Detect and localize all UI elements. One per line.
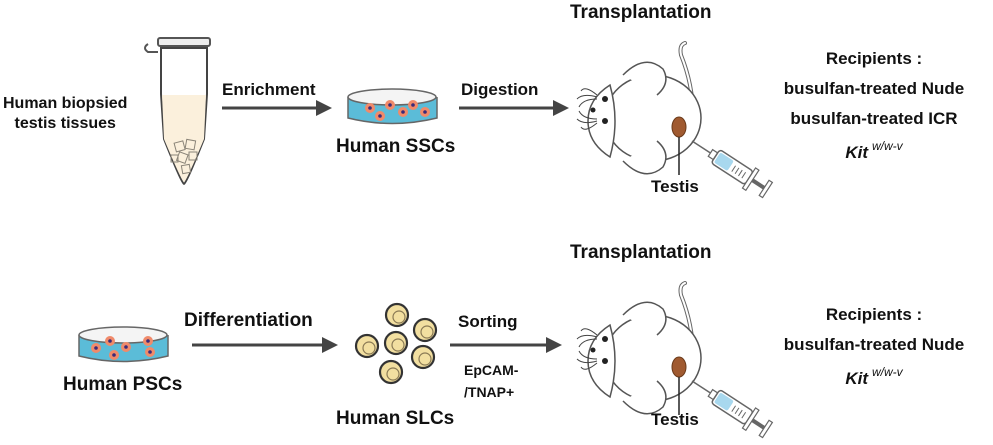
culture-dish-psc-icon [78, 326, 169, 363]
slc-cell-cluster-icon [354, 302, 438, 385]
source-label-line-2: testis tissues [14, 115, 116, 132]
recipient-item: busulfan-treated Nude [783, 335, 965, 354]
cells-label-human-sscs: Human SSCs [336, 136, 456, 157]
marker-tnap: /TNAP+ [464, 384, 515, 400]
recipient-item: busulfan-treated Nude [783, 79, 965, 98]
microcentrifuge-tube-icon [144, 37, 211, 186]
kit-superscript: w/w-v [872, 365, 903, 379]
source-label-line-1: Human biopsied [3, 95, 128, 112]
mouse-with-syringe-icon [576, 41, 774, 199]
testis-label-bottom: Testis [651, 410, 699, 429]
slc-cell [412, 317, 438, 343]
slc-cell [354, 333, 380, 359]
culture-dish-ssc-icon [347, 88, 438, 125]
kit-label: Kit [845, 143, 868, 162]
testis-label-top: Testis [651, 177, 699, 196]
step-label-digestion: Digestion [461, 80, 539, 99]
slc-cell [410, 344, 436, 370]
source-label-human-pscs: Human PSCs [63, 374, 183, 395]
arrow-enrichment [222, 100, 332, 116]
recipients-block-bottom: Recipients : busulfan-treated Nude Kit w/… [755, 300, 993, 391]
step-label-sorting: Sorting [458, 312, 518, 331]
step-label-differentiation: Differentiation [184, 310, 313, 331]
slc-cell [378, 359, 404, 385]
arrow-digestion [459, 100, 569, 116]
recipient-item: busulfan-treated ICR [790, 109, 958, 128]
mouse-with-syringe-icon [576, 281, 774, 439]
step-label-enrichment: Enrichment [222, 80, 316, 99]
kit-label: Kit [845, 369, 868, 388]
recipients-title: Recipients : [825, 305, 923, 324]
recipients-title: Recipients : [825, 49, 923, 68]
arrow-differentiation [192, 337, 338, 353]
cells-label-human-slcs: Human SLCs [336, 408, 455, 429]
transplantation-title-top: Transplantation [570, 2, 712, 23]
slc-cell [384, 302, 410, 328]
sorting-markers: EpCAM- /TNAP+ [464, 359, 518, 403]
slc-cell [383, 330, 409, 356]
source-label-testis-tissues: Human biopsied testis tissues [3, 94, 127, 134]
marker-epcam: EpCAM- [464, 362, 519, 378]
transplantation-title-bottom: Transplantation [570, 242, 712, 263]
arrow-sorting [450, 337, 562, 353]
kit-genotype: Kit w/w-v [755, 360, 993, 391]
recipients-block-top: Recipients : busulfan-treated Nude busul… [755, 44, 993, 165]
kit-genotype: Kit w/w-v [755, 134, 993, 165]
kit-superscript: w/w-v [872, 139, 903, 153]
